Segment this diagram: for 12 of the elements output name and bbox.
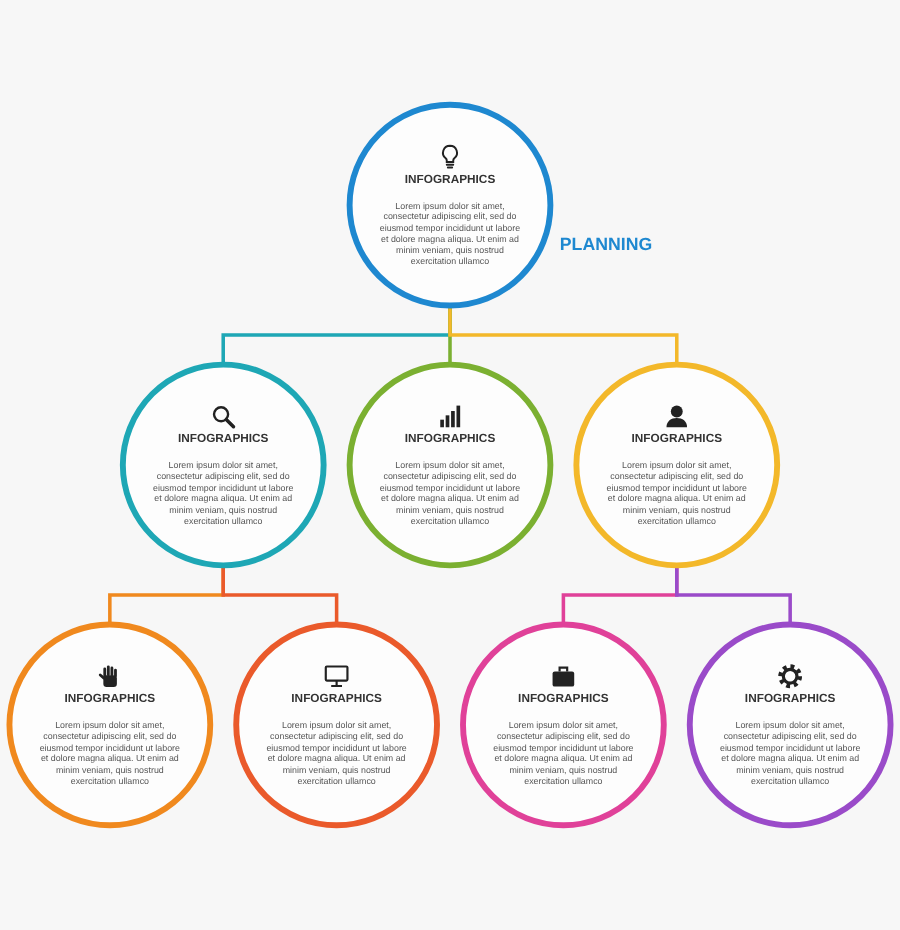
step-circle bbox=[233, 621, 440, 829]
connector-line bbox=[448, 305, 679, 365]
step-circle bbox=[119, 361, 327, 569]
connector-line bbox=[675, 565, 792, 625]
step-circle bbox=[460, 621, 667, 829]
step-circle bbox=[573, 361, 781, 569]
connector-line bbox=[221, 565, 339, 625]
step-circle bbox=[686, 621, 894, 829]
side-label: PLANNING bbox=[559, 234, 653, 255]
step-circle bbox=[6, 621, 214, 829]
step-circle bbox=[346, 361, 554, 569]
step-circle bbox=[346, 101, 554, 309]
